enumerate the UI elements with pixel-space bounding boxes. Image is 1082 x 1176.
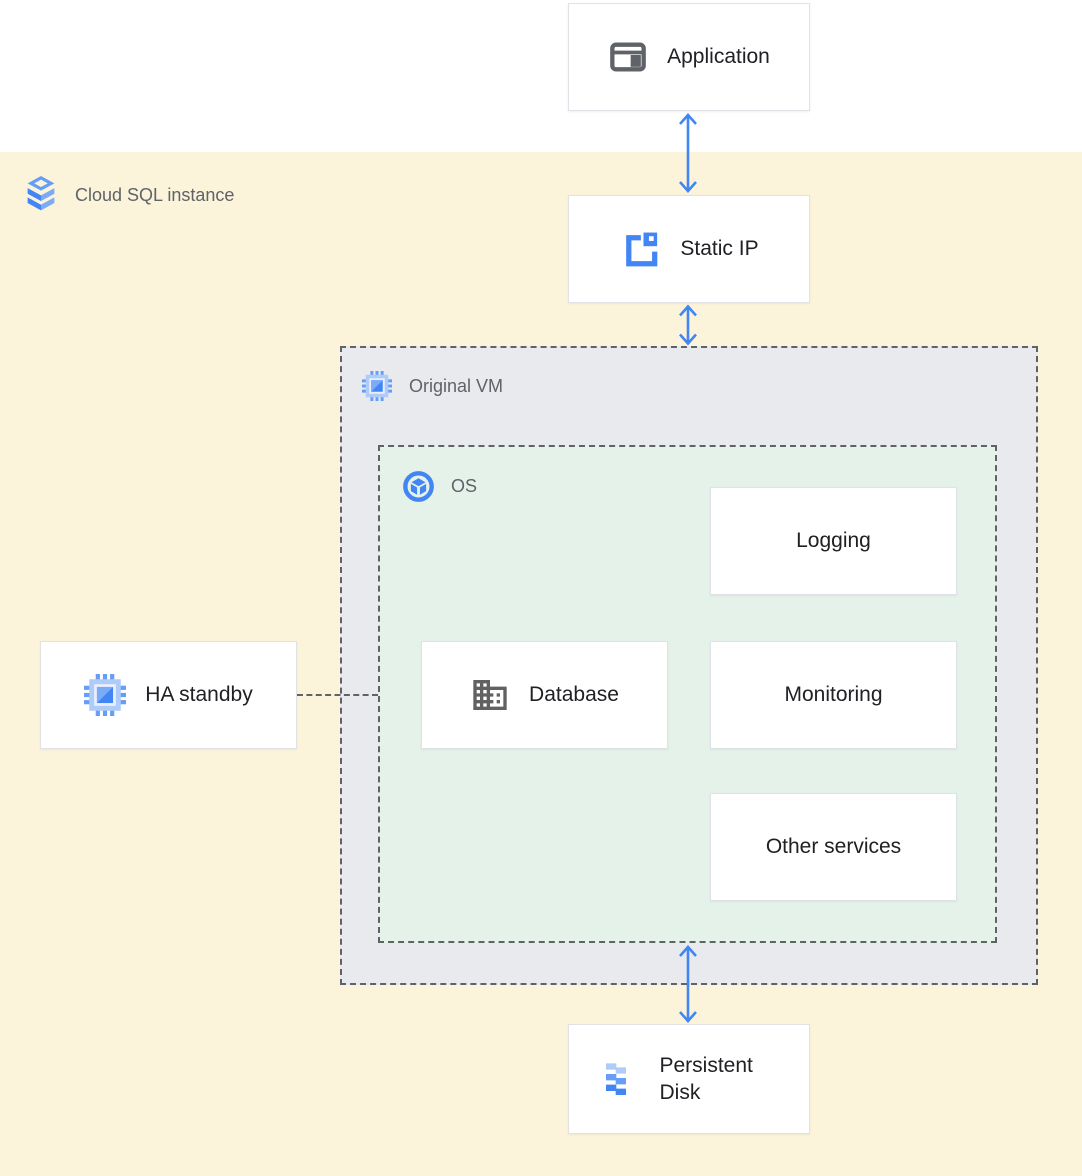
arrow-staticip-vm — [676, 304, 700, 346]
ha-standby-node: HA standby — [40, 641, 297, 749]
arrow-application-staticip — [676, 112, 700, 194]
os-zone-label-text: OS — [451, 476, 478, 496]
cloud-sql-zone-label: Cloud SQL instance — [24, 176, 234, 214]
ha-standby-node-label: HA standby — [145, 683, 253, 706]
application-node: Application — [568, 3, 810, 111]
other-services-node: Other services — [710, 793, 957, 901]
cloud-sql-zone-label-text: Cloud SQL instance — [75, 184, 235, 205]
application-window-icon — [608, 37, 648, 77]
logging-node: Logging — [710, 487, 957, 595]
arrow-os-persistentdisk — [676, 944, 700, 1024]
connector-hastandby-vm — [297, 694, 378, 696]
static-ip-node: Static IP — [568, 195, 810, 303]
compute-engine-icon — [84, 674, 127, 716]
database-building-icon — [470, 675, 510, 715]
logging-node-label: Logging — [796, 529, 871, 552]
compute-engine-icon — [362, 371, 392, 401]
database-node: Database — [421, 641, 668, 749]
os-zone-label: OS — [403, 471, 477, 502]
original-vm-zone-label: Original VM — [362, 371, 503, 401]
database-node-label: Database — [529, 683, 619, 706]
persistent-disk-icon — [601, 1059, 641, 1099]
os-image-icon — [403, 471, 434, 502]
cloud-sql-icon — [24, 176, 58, 214]
other-services-node-label: Other services — [765, 835, 902, 858]
external-ip-icon — [619, 228, 661, 270]
original-vm-zone-label-text: Original VM — [409, 375, 504, 396]
monitoring-node: Monitoring — [710, 641, 957, 749]
persistent-disk-node: Persistent Disk — [568, 1024, 810, 1134]
monitoring-node-label: Monitoring — [784, 683, 883, 706]
application-node-label: Application — [667, 45, 770, 68]
static-ip-node-label: Static IP — [680, 237, 759, 260]
persistent-disk-node-label: Persistent Disk — [659, 1053, 753, 1104]
